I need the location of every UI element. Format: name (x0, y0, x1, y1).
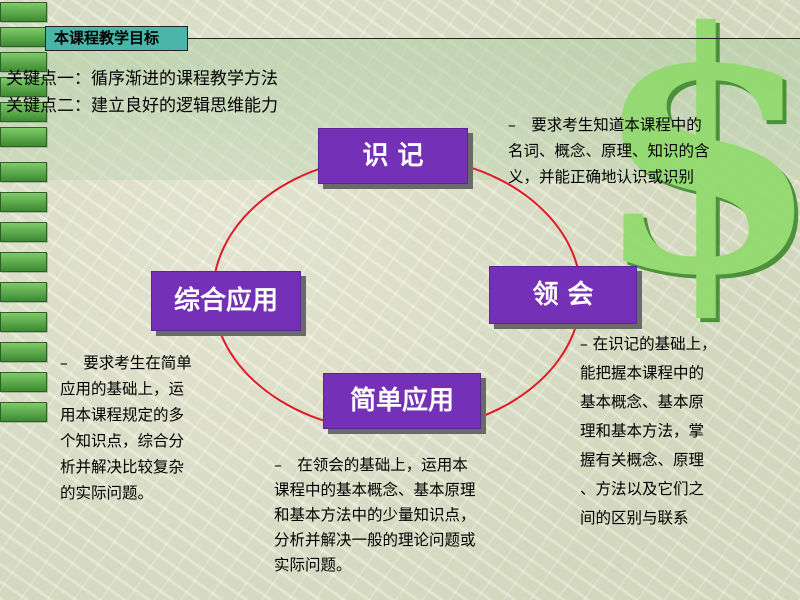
stripe (0, 27, 47, 47)
node-recognize: 识 记 (318, 128, 468, 184)
stripe (0, 102, 47, 122)
stripe (0, 192, 47, 212)
node-simple-apply: 简单应用 (323, 373, 481, 429)
description-line: 和基本方法中的少量知识点， (274, 506, 476, 524)
description-line: 基本概念、基本原 (580, 393, 705, 411)
description-line: 义，并能正确地认识或识别 (508, 168, 695, 186)
stripe (0, 77, 47, 97)
description-line: 能把握本课程中的 (580, 364, 705, 382)
description-line: – 在识记的基础上， (580, 335, 717, 353)
description-line: 析并解决比较复杂 (60, 458, 185, 476)
slide-title: 本课程教学目标 (45, 26, 188, 51)
key-point-2: 关键点二：建立良好的逻辑思维能力 (6, 96, 278, 116)
description-line: 实际问题。 (274, 556, 352, 574)
stripe (0, 282, 47, 302)
description-simple-apply: – 在领会的基础上，运用本 课程中的基本概念、基本原理 和基本方法中的少量知识点… (274, 453, 476, 578)
stripe (0, 372, 47, 392)
description-line: – 要求考生知道本课程中的 (508, 116, 702, 134)
description-line: 握有关概念、原理 (580, 451, 705, 469)
description-line: – 在领会的基础上，运用本 (274, 456, 468, 474)
stripe (0, 162, 47, 182)
stripe (0, 2, 47, 22)
stripe (0, 52, 47, 72)
node-understand: 领 会 (489, 266, 637, 324)
stripe (0, 342, 47, 362)
description-line: 理和基本方法，掌 (580, 422, 705, 440)
description-integrated-apply: – 要求考生在简单 应用的基础上，运 用本课程规定的多 个知识点，综合分 析并解… (60, 350, 192, 506)
description-line: 个知识点，综合分 (60, 432, 185, 450)
description-line: 名词、概念、原理、知识的含 (508, 142, 710, 160)
decorative-green-stripes (0, 0, 48, 600)
key-point-1: 关键点一：循序渐进的课程教学方法 (6, 69, 278, 89)
stripe (0, 402, 47, 422)
description-line: 应用的基础上，运 (60, 380, 185, 398)
description-line: 分析并解决一般的理论问题或 (274, 531, 476, 549)
description-line: 用本课程规定的多 (60, 406, 185, 424)
description-line: 课程中的基本概念、基本原理 (274, 481, 476, 499)
description-line: – 要求考生在简单 (60, 354, 192, 372)
stripe (0, 127, 47, 147)
stripe (0, 222, 47, 242)
node-integrated-apply: 综合应用 (151, 271, 301, 331)
description-line: 、方法以及它们之 (580, 480, 705, 498)
description-understand: – 在识记的基础上， 能把握本课程中的 基本概念、基本原 理和基本方法，掌 握有… (580, 330, 717, 533)
title-underline (188, 38, 800, 39)
description-line: 间的区别与联系 (580, 509, 689, 527)
description-line: 的实际问题。 (60, 484, 154, 502)
stripe (0, 252, 47, 272)
stripe (0, 312, 47, 332)
description-recognize: – 要求考生知道本课程中的 名词、概念、原理、知识的含 义，并能正确地认识或识别 (508, 112, 710, 190)
